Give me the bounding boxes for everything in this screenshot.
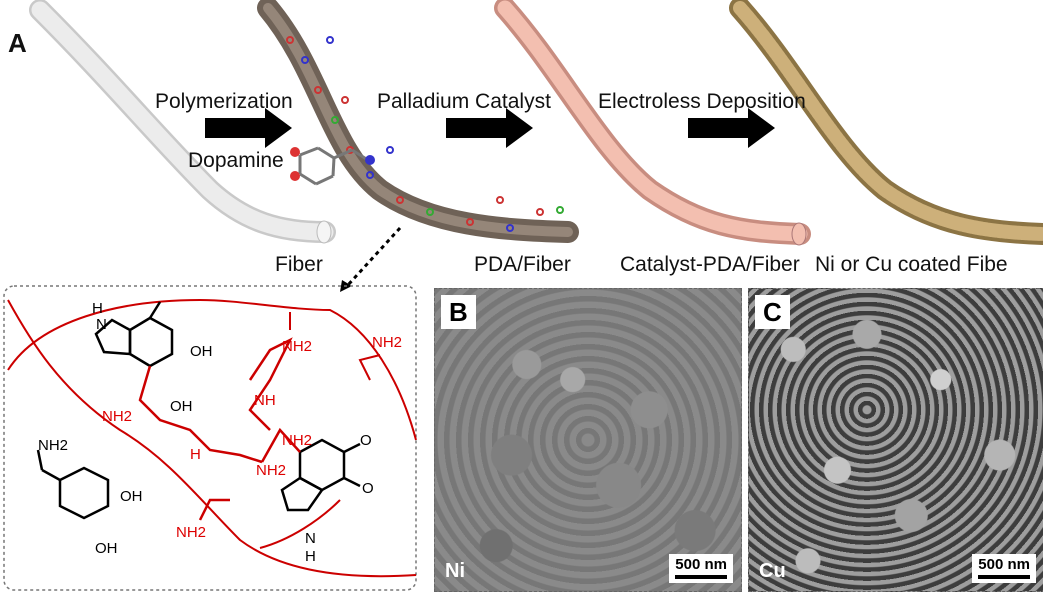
- element-label-cu: Cu: [759, 560, 786, 582]
- scale-bar-cu: 500 nm: [972, 554, 1036, 583]
- monomer-label: Dopamine: [188, 149, 284, 172]
- backbone-curves: [7, 298, 417, 578]
- element-label-ni: Ni: [445, 560, 465, 582]
- step-polymerization: Polymerization: [155, 90, 293, 113]
- oh-label-2: OH: [170, 398, 193, 415]
- nh2-label-red-3: NH2: [102, 408, 133, 425]
- nh-label-ring: N: [305, 530, 316, 547]
- sem-image-cu: C Cu 500 nm: [748, 288, 1043, 592]
- panel-b-letter: B: [441, 295, 476, 329]
- structure-panel-frame: [3, 285, 417, 591]
- oh-label-4: OH: [95, 540, 118, 557]
- arrow-catalyst: [446, 108, 533, 148]
- oh-label-1: OH: [190, 343, 213, 360]
- h-label-red: H: [190, 446, 201, 463]
- nh2-label-top: NH2: [38, 437, 69, 454]
- amine-linkers: [138, 337, 301, 521]
- fiber-label-catalyst: Catalyst-PDA/Fiber: [620, 253, 800, 276]
- nh2-label-red-5: NH2: [282, 432, 313, 449]
- nh-label-red: NH: [254, 392, 276, 409]
- scale-bar-line-ni: [675, 575, 727, 579]
- step-palladium-catalyst: Palladium Catalyst: [377, 90, 551, 113]
- fiber-label-pda: PDA/Fiber: [474, 253, 571, 276]
- fiber-label-metal: Ni or Cu coated Fibe: [815, 253, 1008, 276]
- panel-a-letter: A: [8, 28, 27, 58]
- nh2-label-red-4: NH2: [256, 462, 287, 479]
- panel-c-letter: C: [755, 295, 790, 329]
- zoom-pointer: [346, 226, 402, 287]
- o-label-2: O: [362, 480, 374, 497]
- arrow-deposition: [688, 108, 775, 148]
- ring-structures: [36, 301, 361, 520]
- step-electroless-deposition: Electroless Deposition: [598, 90, 806, 113]
- oh-label-3: OH: [120, 488, 143, 505]
- o-label-1: O: [360, 432, 372, 449]
- sem-image-ni: B Ni 500 nm: [434, 288, 742, 592]
- scale-bar-label-ni: 500 nm: [675, 556, 727, 573]
- nh2-label-red-2: NH2: [372, 334, 403, 351]
- scale-bar-ni: 500 nm: [669, 554, 733, 583]
- nh2-label-red-6: NH2: [176, 524, 207, 541]
- h-label-indole: H: [92, 300, 103, 317]
- nh2-label-red-1: NH2: [282, 338, 313, 355]
- n-label-indole: N: [96, 316, 107, 333]
- arrow-polymerization: [205, 108, 292, 148]
- dopamine-molecule: [298, 146, 369, 186]
- h2-label-ring: H: [305, 548, 316, 565]
- scale-bar-label-cu: 500 nm: [978, 556, 1030, 573]
- polymer-decoration: [286, 36, 564, 232]
- fiber-label-plain: Fiber: [275, 253, 323, 276]
- scale-bar-line-cu: [978, 575, 1030, 579]
